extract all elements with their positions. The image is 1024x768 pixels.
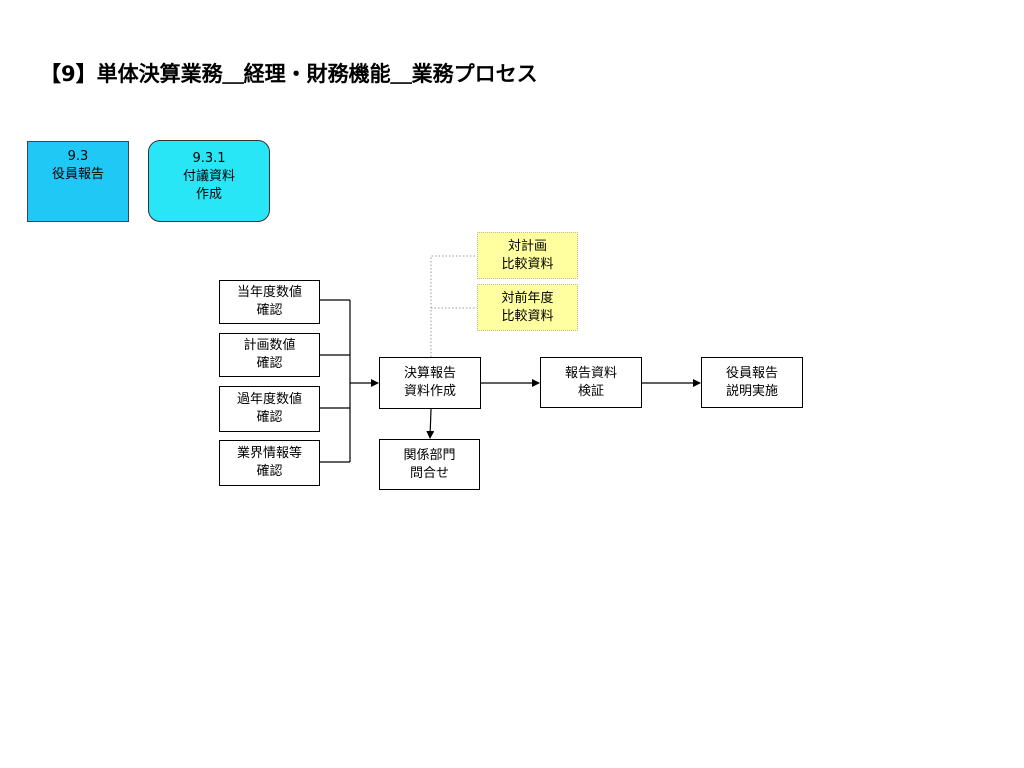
input-box-current-year[interactable]: 当年度数値 確認 [219,280,320,324]
input-label-2b: 確認 [256,356,283,371]
reference-label-1: 対計画 [507,238,547,254]
section-box-9-3[interactable]: 9.3 役員報告 [27,141,129,222]
reference-label-2b: 比較資料 [501,308,554,324]
arrow-to-inquiry [426,408,435,439]
input-box-industry-info[interactable]: 業界情報等 確認 [219,440,320,486]
input-label-1b: 確認 [256,303,283,318]
input-label-3b: 確認 [256,410,283,425]
inquiry-related-departments[interactable]: 関係部門 問合せ [379,439,480,490]
subsection-box-9-3-1[interactable]: 9.3.1 付議資料 作成 [148,140,270,222]
page-title: 【9】単体決算業務＿経理・財務機能＿業務プロセス [40,62,538,86]
process-officer-report[interactable]: 役員報告 説明実施 [701,357,803,408]
section-number: 9.3 [67,149,89,164]
process-label-1b: 資料作成 [403,384,456,399]
input-label-1: 当年度数値 [236,285,302,300]
process-report-creation[interactable]: 決算報告 資料作成 [379,357,481,409]
reference-vs-plan[interactable]: 対計画 比較資料 [477,232,578,279]
process-label-2b: 検証 [577,383,604,399]
input-box-prior-year[interactable]: 過年度数値 確認 [219,386,320,432]
input-label-3: 過年度数値 [236,392,302,407]
input-box-plan[interactable]: 計画数値 確認 [219,333,320,377]
process-label-2: 報告資料 [564,365,617,381]
reference-dotted-line [430,255,477,357]
subsection-line1: 付議資料 [182,169,235,184]
inquiry-label-b: 問合せ [409,465,449,481]
subsection-line2: 作成 [195,187,222,202]
process-label-3: 役員報告 [725,365,778,381]
inquiry-label: 関係部門 [403,447,456,463]
reference-vs-prior-year[interactable]: 対前年度 比較資料 [477,284,578,331]
section-label: 役員報告 [51,167,104,182]
input-label-4: 業界情報等 [236,446,302,461]
process-label-1: 決算報告 [403,366,456,381]
reference-label-1b: 比較資料 [501,256,554,272]
input-label-2: 計画数値 [243,338,296,353]
process-report-verification[interactable]: 報告資料 検証 [540,357,642,408]
reference-label-2: 対前年度 [501,290,554,306]
input-label-4b: 確認 [256,464,283,479]
process-label-3b: 説明実施 [725,383,778,399]
subsection-number: 9.3.1 [192,151,226,166]
